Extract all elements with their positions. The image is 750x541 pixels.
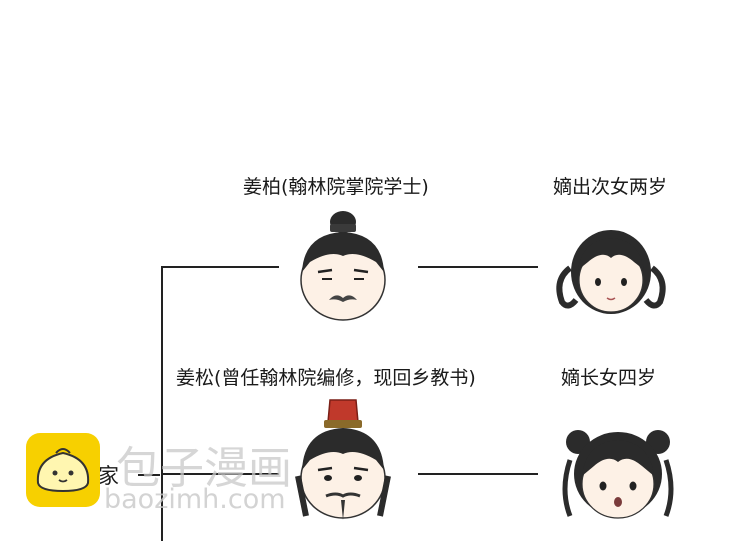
uncle-avatar bbox=[295, 399, 391, 520]
father-avatar bbox=[300, 211, 386, 321]
link-father-daughter2 bbox=[418, 266, 538, 268]
root-stub-line bbox=[138, 474, 160, 476]
daughter2-avatar bbox=[556, 230, 666, 314]
link-uncle-daughter1 bbox=[418, 473, 538, 475]
baozi-logo-icon bbox=[26, 433, 100, 507]
root-label: 家 bbox=[98, 464, 119, 488]
father-label: 姜柏(翰林院掌院学士) bbox=[243, 176, 429, 198]
branch-line-father bbox=[161, 266, 279, 268]
daughter1-avatar bbox=[562, 430, 674, 519]
daughter1-label: 嫡长女四岁 bbox=[561, 367, 657, 389]
branch-line-uncle bbox=[161, 473, 279, 475]
watermark-url: baozimh.com bbox=[104, 484, 286, 515]
watermark-title: 包子漫画 bbox=[116, 443, 292, 494]
uncle-label: 姜松(曾任翰林院编修，现回乡教书) bbox=[176, 367, 476, 389]
tree-trunk-line bbox=[161, 266, 163, 541]
daughter2-label: 嫡出次女两岁 bbox=[553, 176, 668, 198]
